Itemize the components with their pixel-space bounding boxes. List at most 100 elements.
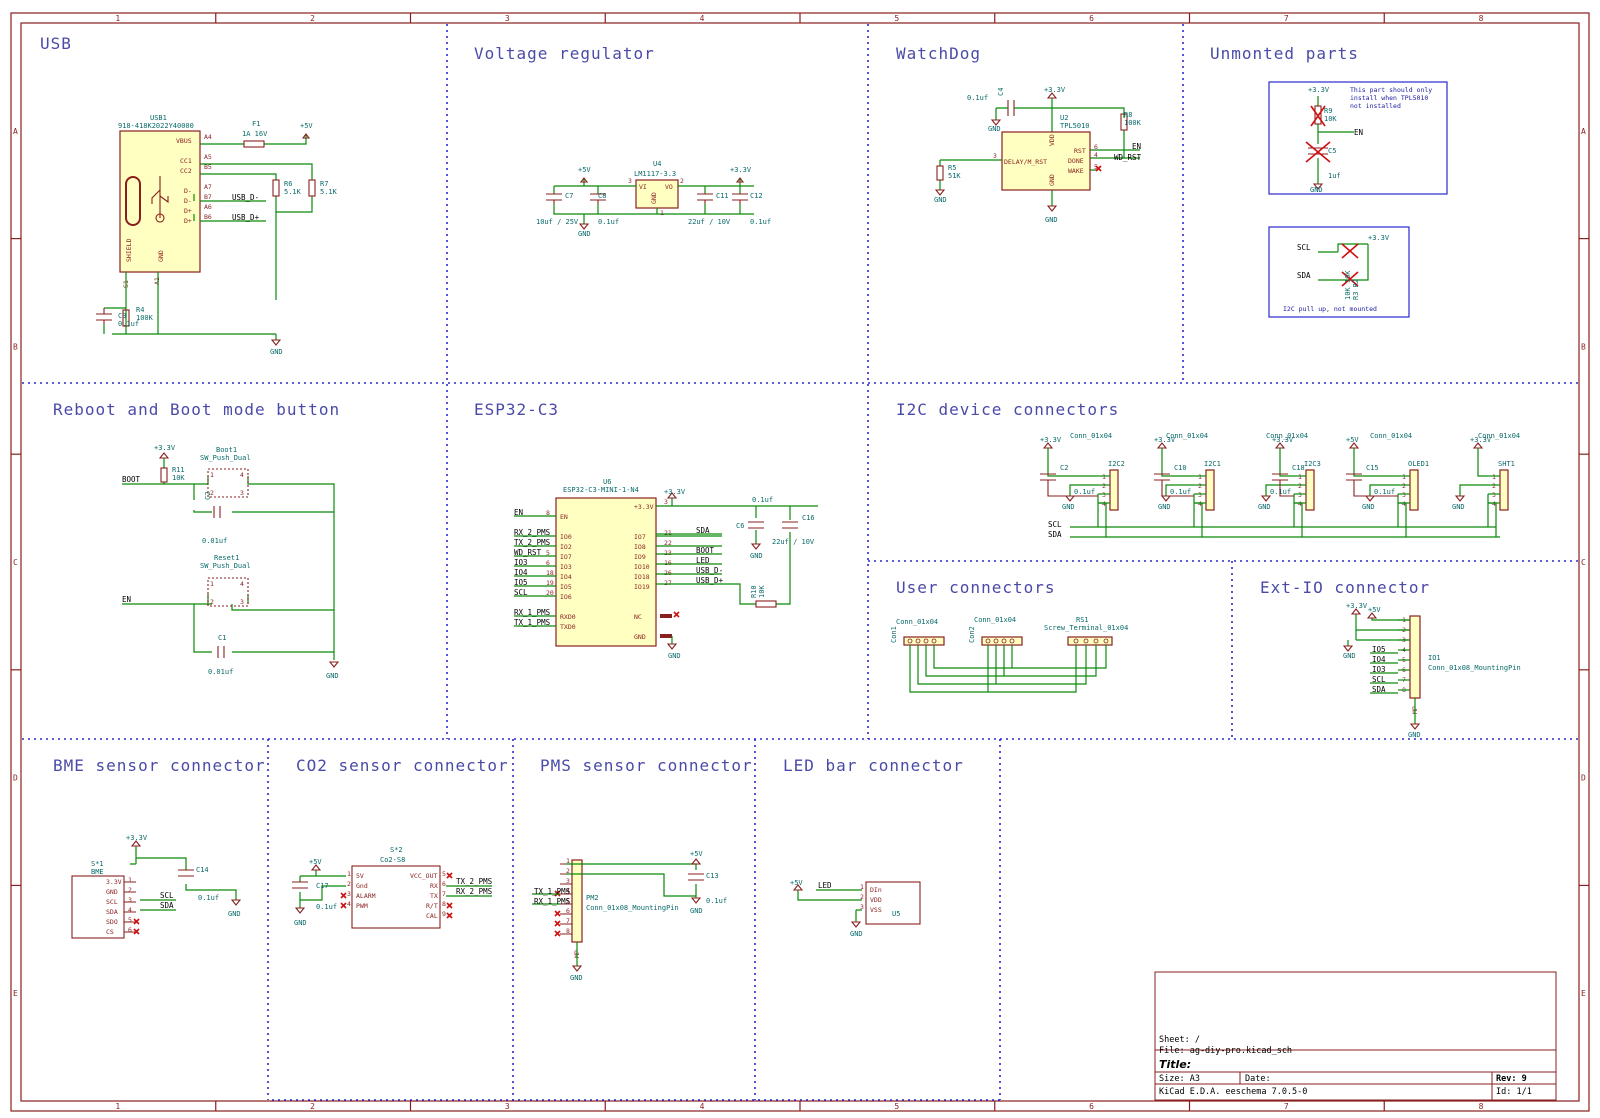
- esp32-pin-label: IO6: [560, 593, 572, 601]
- esp32-pin-number: 8: [546, 509, 550, 517]
- regulator-c7: C7: [565, 192, 573, 200]
- esp32-pin-label: IO9: [634, 553, 646, 561]
- row-ref-left: A: [13, 127, 18, 136]
- pms-pin-number: 2: [566, 867, 570, 875]
- i2c-conn-part: Conn_01x04: [1370, 432, 1412, 440]
- regulator-plus5v: +5V: [578, 166, 591, 174]
- i2c-pin-number: 3: [1102, 491, 1106, 499]
- row-ref-right: B: [1581, 342, 1586, 351]
- lm1117-body: [635, 179, 679, 209]
- i2c-pin-number: 3: [1198, 491, 1202, 499]
- esp32-pin-label: +3.3V: [634, 503, 654, 511]
- regulator-pin2: 2: [680, 177, 684, 185]
- usb-plus5v: +5V: [300, 122, 313, 130]
- bme-sda: SDA: [160, 901, 174, 910]
- tpl5010-body: [1001, 131, 1091, 191]
- section-title-i2c: I2C device connectors: [896, 400, 1119, 419]
- usb-fuse-ref: F1: [252, 120, 260, 128]
- bme-ref: S*1: [91, 860, 104, 868]
- section-title-pms: PMS sensor connector: [540, 756, 753, 775]
- usb-pins-0: VBUS: [176, 137, 192, 145]
- usb-pin-numbers-0: A4: [204, 133, 212, 141]
- esp32-pin-label: IO7: [560, 553, 572, 561]
- bme-pin-label: 3.3V: [106, 878, 122, 886]
- usb-a1: A1: [153, 277, 161, 285]
- unmounted-c5-val: 1uf: [1328, 172, 1341, 180]
- i2c-pin-number: 1: [1102, 473, 1106, 481]
- esp32-c16-val: 22uf / 10V: [772, 538, 815, 546]
- i2c-pin-number: 3: [1492, 491, 1496, 499]
- reboot-plus33: +3.3V: [154, 444, 176, 452]
- led-pin-number: 3: [860, 903, 864, 911]
- esp32-pin-label: IO2: [560, 543, 572, 551]
- co2-pin-label: CAL: [426, 912, 438, 920]
- esp32-net-label: EN: [514, 508, 523, 517]
- c3-symbol: [96, 308, 112, 324]
- esp32-pin-number: 26: [664, 569, 672, 577]
- esp32-pin-number: 21: [664, 529, 672, 537]
- tb-rev: Rev: 9: [1496, 1074, 1527, 1084]
- usb-pins-4: D-: [184, 197, 192, 205]
- regulator-gnd-label: GND: [578, 230, 591, 238]
- extio-net-label: SDA: [1372, 685, 1386, 694]
- co2-pin-number: 4: [347, 900, 351, 908]
- unmounted-c5: C5: [1328, 147, 1336, 155]
- reboot-boot: BOOT: [122, 475, 141, 484]
- bme-pin-number: 1: [128, 876, 132, 884]
- esp32-pin-number: 19: [546, 579, 554, 587]
- reboot-boot-part: SW_Push_Dual: [200, 454, 251, 462]
- watchdog-u2: U2: [1060, 114, 1068, 122]
- reboot-p4: 4: [240, 580, 244, 588]
- esp32-c16: C16: [802, 514, 815, 522]
- i2c-pin-number: 2: [1402, 482, 1406, 490]
- r5-symbol: [936, 165, 944, 181]
- esp32-net-label: USB_D-: [696, 566, 723, 575]
- co2-pin-number: 3: [347, 890, 351, 898]
- usb-fuse-val: 1A 16V: [242, 130, 268, 138]
- reboot-boot1: Boot1: [216, 446, 237, 454]
- i2c-pin-number: 1: [1492, 473, 1496, 481]
- usb-gnd: GND: [157, 250, 165, 262]
- tb-file: File: ag-diy-pro.kicad_sch: [1159, 1046, 1292, 1056]
- esp32-net-label: TX_2_PMS: [514, 538, 551, 547]
- usb-r4-val: 100K: [136, 314, 154, 322]
- regulator-pin3: 3: [628, 177, 632, 185]
- pms-pin-number: 5: [566, 897, 570, 905]
- pms-pin-number: 6: [566, 907, 570, 915]
- regulator-gnd: GND: [650, 192, 658, 204]
- i2c-scl: SCL: [1048, 520, 1062, 529]
- regulator-plus33: +3.3V: [730, 166, 752, 174]
- usb-trident-icon: [151, 176, 169, 223]
- section-title-co2: CO2 sensor connector: [296, 756, 509, 775]
- led-gnd: GND: [850, 930, 863, 938]
- co2-pin-label: PWM: [356, 902, 368, 910]
- i2c-pin-number: 4: [1198, 500, 1202, 508]
- reboot-gnd: GND: [326, 672, 339, 680]
- col-ref-top: 1: [115, 14, 120, 23]
- bme-pin-label: SDO: [106, 918, 118, 926]
- pms-part: Conn_01x08_MountingPin: [586, 904, 679, 912]
- usb-pins-3: D-: [184, 187, 192, 195]
- usb-pins-5: D+: [184, 207, 192, 215]
- r7-symbol: [308, 179, 316, 197]
- reboot-r11-val: 10K: [172, 474, 185, 482]
- co2-pin-number: 9: [442, 910, 446, 918]
- reboot-en: EN: [122, 595, 131, 604]
- led-plus5v: +5V: [790, 879, 803, 887]
- co2-pin-number: 5: [442, 870, 446, 878]
- co2-part: Co2-S8: [380, 856, 405, 864]
- co2-tx: TX_2_PMS: [456, 877, 493, 886]
- extio-net-label: SCL: [1372, 675, 1386, 684]
- regulator-ref: U4: [653, 160, 661, 168]
- esp32-pin-number: 22: [664, 539, 672, 547]
- led-ref: U5: [892, 910, 900, 918]
- extio-part: Conn_01x08_MountingPin: [1428, 664, 1521, 672]
- esp32-pin-number: 23: [664, 549, 672, 557]
- watchdog-r8-val: 100K: [1124, 119, 1142, 127]
- i2c-cap-value: 0.1uf: [1074, 488, 1095, 496]
- col-ref-top: 4: [700, 14, 705, 23]
- watchdog-u2-part: TPL5010: [1060, 122, 1090, 130]
- esp32-pin-label: IO19: [634, 583, 650, 591]
- tb-date: Date:: [1245, 1074, 1271, 1084]
